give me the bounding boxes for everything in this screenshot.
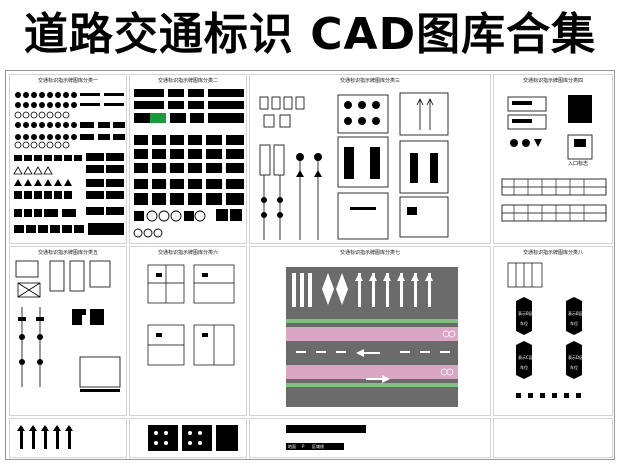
panel-title: 交通标识指示牌图库分类三 bbox=[339, 78, 400, 84]
road-marking-plan bbox=[286, 267, 458, 407]
legend-ground: 地面 bbox=[288, 444, 296, 449]
panel-category-4: 交通标识指示牌图库分类四 bbox=[493, 74, 613, 244]
sign-grid-3 bbox=[259, 92, 449, 240]
drawing-sheet: 交通标识指示牌图库分类一 bbox=[5, 70, 615, 460]
car-label: 车位 bbox=[570, 321, 578, 326]
sign-grid-6 bbox=[147, 264, 235, 366]
car-label: 车位 bbox=[520, 321, 528, 326]
panel-title: 交通标识指示牌图库分类一 bbox=[37, 78, 98, 84]
panel-category-3: 交通标识指示牌图库分类三 bbox=[249, 74, 491, 244]
panel-category-6: 交通标识指示牌图库分类六 bbox=[129, 246, 247, 416]
zone-label: 表示D区 bbox=[568, 355, 584, 360]
panel-bottom-4 bbox=[493, 418, 613, 458]
panel-category-8: 交通标识指示牌图库分类八 表示B区 车位 表示B区 车位 表示C区 车位 表示D… bbox=[493, 246, 613, 416]
page-title: 道路交通标识 CAD图库合集 bbox=[23, 9, 597, 60]
panel-title: 交通标识指示牌图库分类五 bbox=[37, 250, 98, 256]
legend-bar bbox=[286, 425, 366, 450]
panel-category-2: 交通标识指示牌图库分类二 bbox=[129, 74, 247, 244]
panel-bottom-1 bbox=[9, 418, 127, 458]
panel-category-7: 交通标识指示牌图库分类七 bbox=[249, 246, 491, 416]
panel-category-5: 交通标识指示牌图库分类五 bbox=[9, 246, 127, 416]
panel-title: 交通标识指示牌图库分类四 bbox=[522, 78, 583, 84]
panel-bottom-3: 地面 P 区域线 bbox=[249, 418, 491, 458]
zone-label: 表示C区 bbox=[518, 355, 533, 360]
panel-title: 交通标识指示牌图库分类七 bbox=[339, 250, 400, 256]
zone-label: 表示B区 bbox=[568, 311, 583, 316]
parking-zone-signs bbox=[507, 262, 582, 398]
legend-parking: P bbox=[302, 444, 305, 449]
sign-grid-2: · bbox=[133, 89, 244, 244]
svg-text:·: · bbox=[150, 240, 151, 244]
panel-bottom-2 bbox=[129, 418, 247, 458]
entrance-sign-text: 入口标志 bbox=[568, 161, 589, 167]
legend-zone-line: 区域线 bbox=[312, 444, 324, 449]
sign-strip bbox=[148, 425, 238, 451]
arrow-markings bbox=[17, 425, 73, 449]
sign-grid-1 bbox=[13, 92, 125, 235]
sign-grid-5 bbox=[15, 260, 121, 392]
car-label: 车位 bbox=[520, 365, 528, 370]
panel-category-1: 交通标识指示牌图库分类一 bbox=[9, 74, 127, 244]
zone-label: 表示B区 bbox=[518, 311, 533, 316]
car-label: 车位 bbox=[570, 365, 578, 370]
panel-title: 交通标识指示牌图库分类二 bbox=[157, 78, 218, 84]
sign-grid-4 bbox=[501, 95, 607, 222]
panel-title: 交通标识指示牌图库分类六 bbox=[157, 250, 218, 256]
panel-title: 交通标识指示牌图库分类八 bbox=[522, 250, 583, 256]
